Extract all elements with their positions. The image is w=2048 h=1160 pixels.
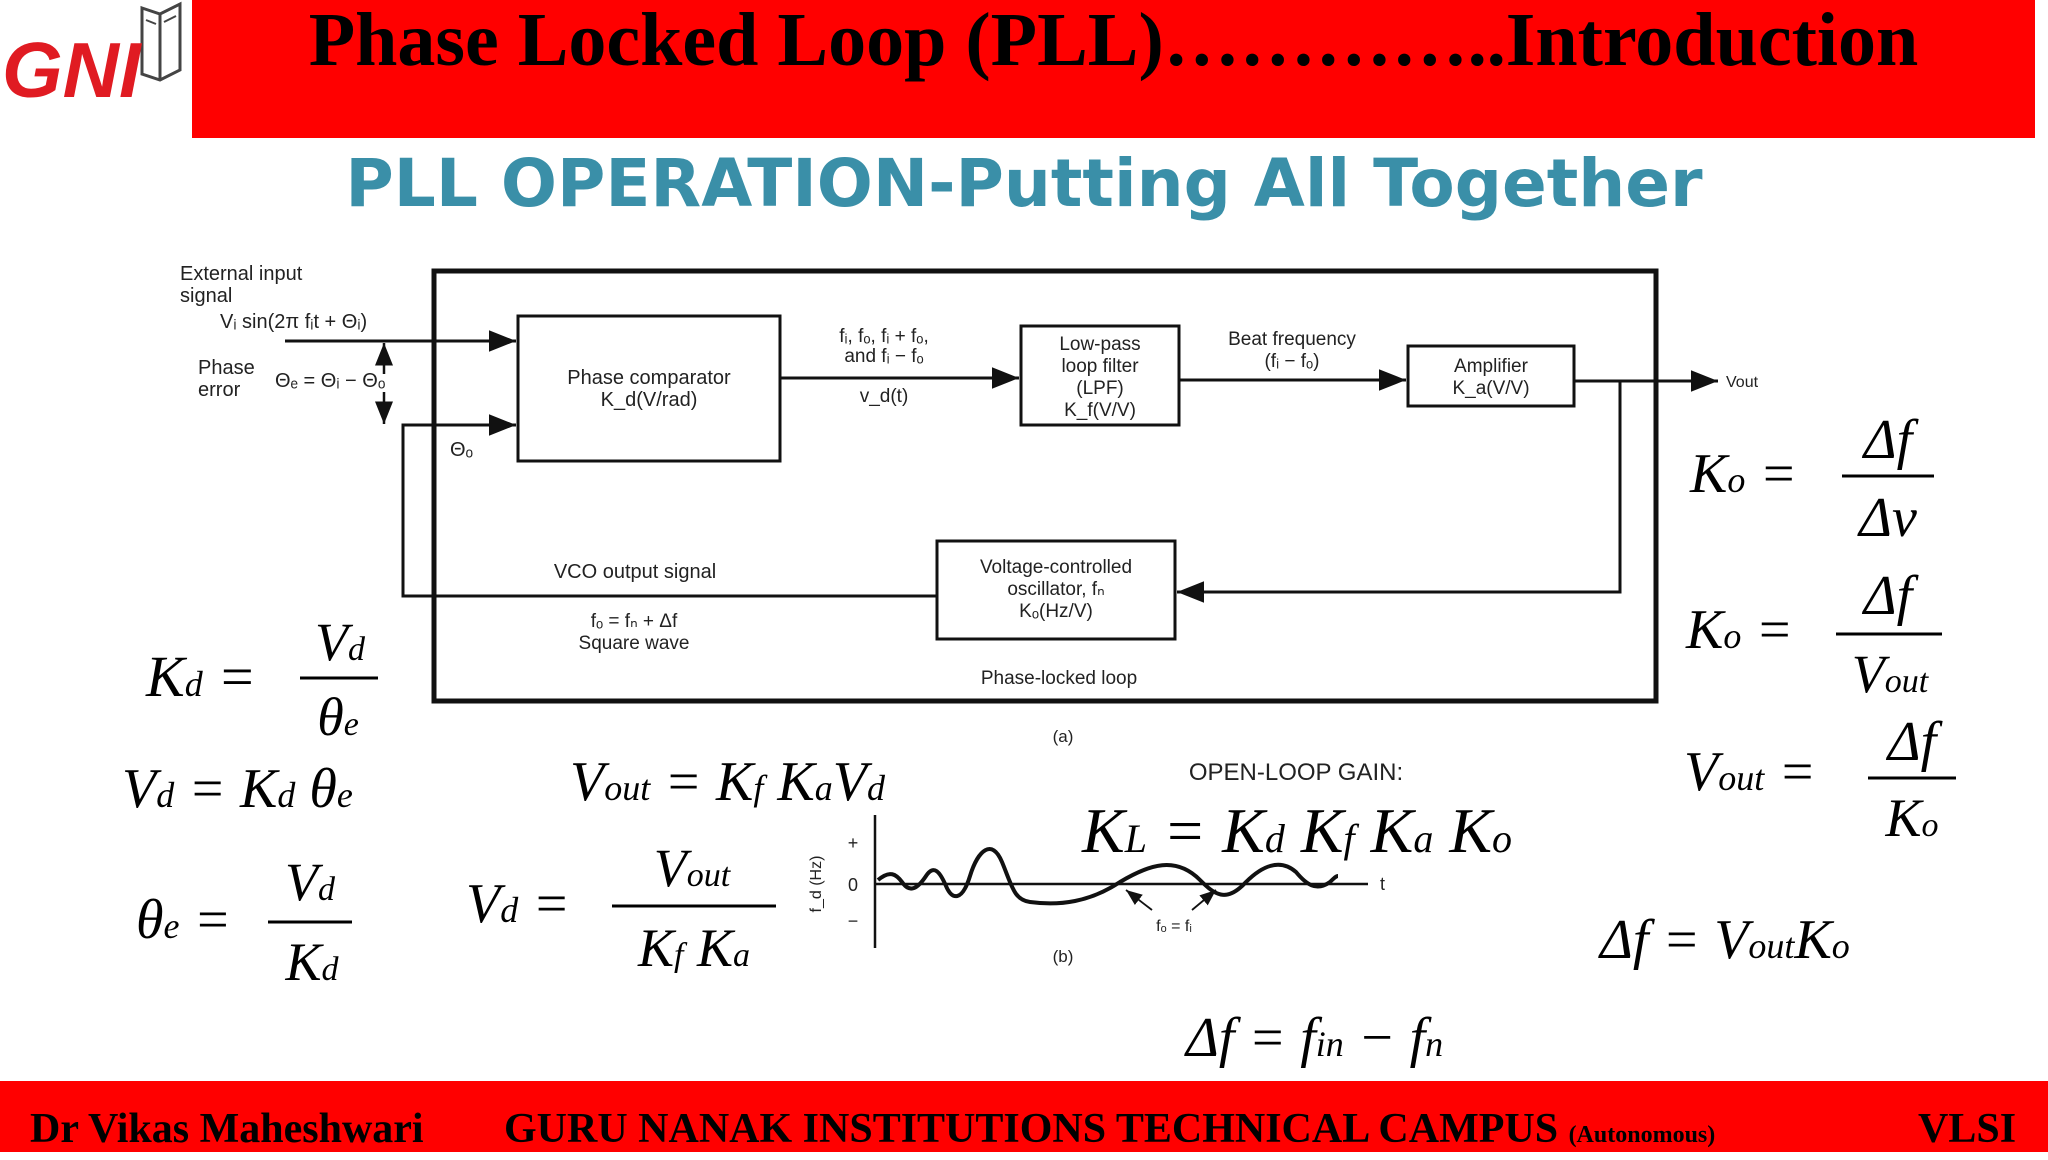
pll-outer-box	[431, 268, 1659, 704]
pc-label-2: K_d(V/rad)	[601, 389, 698, 411]
footer-institution-wrap: GURU NANAK INSTITUTIONS TECHNICAL CAMPUS…	[504, 1104, 1715, 1160]
slide-subtitle: PLL OPERATION-Putting All Together	[345, 145, 1703, 222]
amp-label-2: K_a(V/V)	[1452, 378, 1529, 399]
phase-comparator-block	[516, 314, 782, 463]
footer-course: VLSI	[1918, 1106, 2017, 1152]
theta-o-label: Θₒ	[450, 439, 473, 461]
phase-error-expr: Θₑ = Θᵢ − Θₒ	[275, 370, 385, 392]
eq-theta-den: Kd	[284, 932, 339, 992]
eq-ko-dv-lhs: Ko =	[1689, 443, 1797, 505]
freq-mix-label-2: and fᵢ − fₒ	[844, 346, 923, 367]
graph-waveform	[876, 847, 1339, 906]
eq-vd-from-vout-den: Kf Ka	[637, 918, 750, 978]
eq-kd-num: Vd	[315, 612, 366, 672]
graph-t-label: t	[1380, 874, 1385, 894]
eq-ko-dv-den: Δv	[1857, 487, 1917, 549]
phase-error-label-1: Phase	[198, 357, 255, 379]
eq-ko-vout-lhs: Ko =	[1685, 599, 1793, 661]
beat-frequency-graph: fₒ = fᵢ + 0 − t f_d (Hz) (b)	[808, 815, 1385, 966]
ext-input-label-2: signal	[180, 285, 232, 307]
vco-label-3: Kₒ(Hz/V)	[1019, 601, 1093, 622]
eq-vout-ko-den: Ko	[1884, 788, 1938, 848]
eq-vd-def: Vd = Kd θe	[122, 758, 353, 820]
slide-title: Phase Locked Loop (PLL)…………..Introductio…	[308, 0, 1919, 82]
pc-label-1: Phase comparator	[567, 367, 731, 389]
amp-label-1: Amplifier	[1454, 356, 1529, 377]
graph-plus-label: +	[848, 833, 859, 853]
graph-y-label: f_d (Hz)	[808, 856, 825, 913]
phase-error-label-2: error	[198, 379, 241, 401]
eq-vout-ko-lhs: Vout =	[1684, 741, 1816, 803]
eq-df-vout: Δf = VoutKo	[1598, 909, 1850, 971]
lpf-label-4: K_f(V/V)	[1064, 400, 1136, 421]
eq-ko-vout: Ko = Δf Vout	[1685, 565, 1942, 704]
eq-theta-num: Vd	[285, 852, 336, 912]
open-loop-gain-label: OPEN-LOOP GAIN:	[1189, 759, 1403, 786]
eq-kl-def: KL = Kd Kf Ka Ko	[1081, 795, 1512, 866]
lpf-block	[1019, 324, 1181, 427]
eq-vd-from-vout: Vd = Vout Kf Ka	[466, 838, 776, 978]
logo-text: GNI	[2, 26, 142, 114]
vco-to-pc-feedback-arrow	[401, 414, 937, 598]
footer-author: Dr Vikas Maheshwari	[30, 1106, 424, 1152]
lpf-label-1: Low-pass	[1059, 334, 1140, 355]
graph-pointer-1	[1125, 889, 1153, 911]
graph-minus-label: −	[848, 911, 859, 931]
eq-theta-lhs: θe =	[136, 889, 231, 951]
eq-kd-lhs: Kd =	[145, 644, 256, 709]
vout-label: Vout	[1726, 374, 1759, 391]
graph-zero-label: 0	[848, 875, 858, 895]
eq-vd-from-vout-lhs: Vd =	[466, 873, 570, 935]
lpf-label-3: (LPF)	[1076, 378, 1124, 399]
vco-output-label: VCO output signal	[554, 561, 716, 583]
logo-book-icon	[140, 1, 182, 82]
caption-a: (a)	[1053, 727, 1074, 746]
vco-label-1: Voltage-controlled	[980, 557, 1132, 578]
square-wave-label: Square wave	[579, 633, 690, 654]
eq-ko-vout-den: Vout	[1852, 644, 1930, 704]
eq-kd-def: Kd = Vd θe	[145, 612, 378, 747]
graph-fo-fi-label: fₒ = fᵢ	[1156, 918, 1192, 935]
amplifier-block	[1406, 344, 1576, 408]
eq-ko-vout-num: Δf	[1862, 565, 1920, 627]
input-signal-expr: Vᵢ sin(2π fᵢt + Θᵢ)	[220, 311, 367, 333]
eq-vout-ko: Vout = Δf Ko	[1684, 711, 1956, 848]
vco-block	[935, 539, 1177, 641]
feedback-to-vco-arrow	[1177, 381, 1622, 603]
eq-theta-def: θe = Vd Kd	[136, 852, 352, 992]
eq-vout-ko-num: Δf	[1886, 711, 1944, 773]
beat-label-1: Beat frequency	[1228, 329, 1356, 350]
caption-b: (b)	[1053, 947, 1074, 966]
eq-kd-den: θe	[317, 687, 359, 747]
eq-vd-from-vout-num: Vout	[654, 838, 732, 898]
vco-label-2: oscillator, fₙ	[1007, 579, 1104, 600]
footer-bar	[0, 1081, 2048, 1152]
eq-vout-def: Vout = Kf KaVd	[570, 751, 886, 813]
eq-ko-dv-num: Δf	[1862, 409, 1920, 471]
ext-input-label-1: External input	[180, 263, 303, 285]
freq-mix-label-1: fᵢ, fₒ, fᵢ + fₒ,	[839, 326, 928, 347]
header-bar	[192, 0, 2035, 138]
lpf-label-2: loop filter	[1061, 356, 1139, 377]
vd-t-label: v_d(t)	[860, 386, 909, 407]
beat-label-2: (fᵢ − fₒ)	[1264, 351, 1319, 372]
footer-autonomous: (Autonomous)	[1568, 1122, 1716, 1148]
eq-df-fin: Δf = fin − fn	[1184, 1007, 1443, 1069]
graph-pointer-2	[1191, 889, 1217, 911]
fo-expr-label: fₒ = fₙ + Δf	[591, 611, 678, 632]
pll-label: Phase-locked loop	[981, 668, 1137, 689]
eq-ko-dv: Ko = Δf Δv	[1689, 409, 1934, 549]
footer-institution: GURU NANAK INSTITUTIONS TECHNICAL CAMPUS	[504, 1106, 1559, 1152]
gni-logo: GNI	[2, 1, 182, 114]
